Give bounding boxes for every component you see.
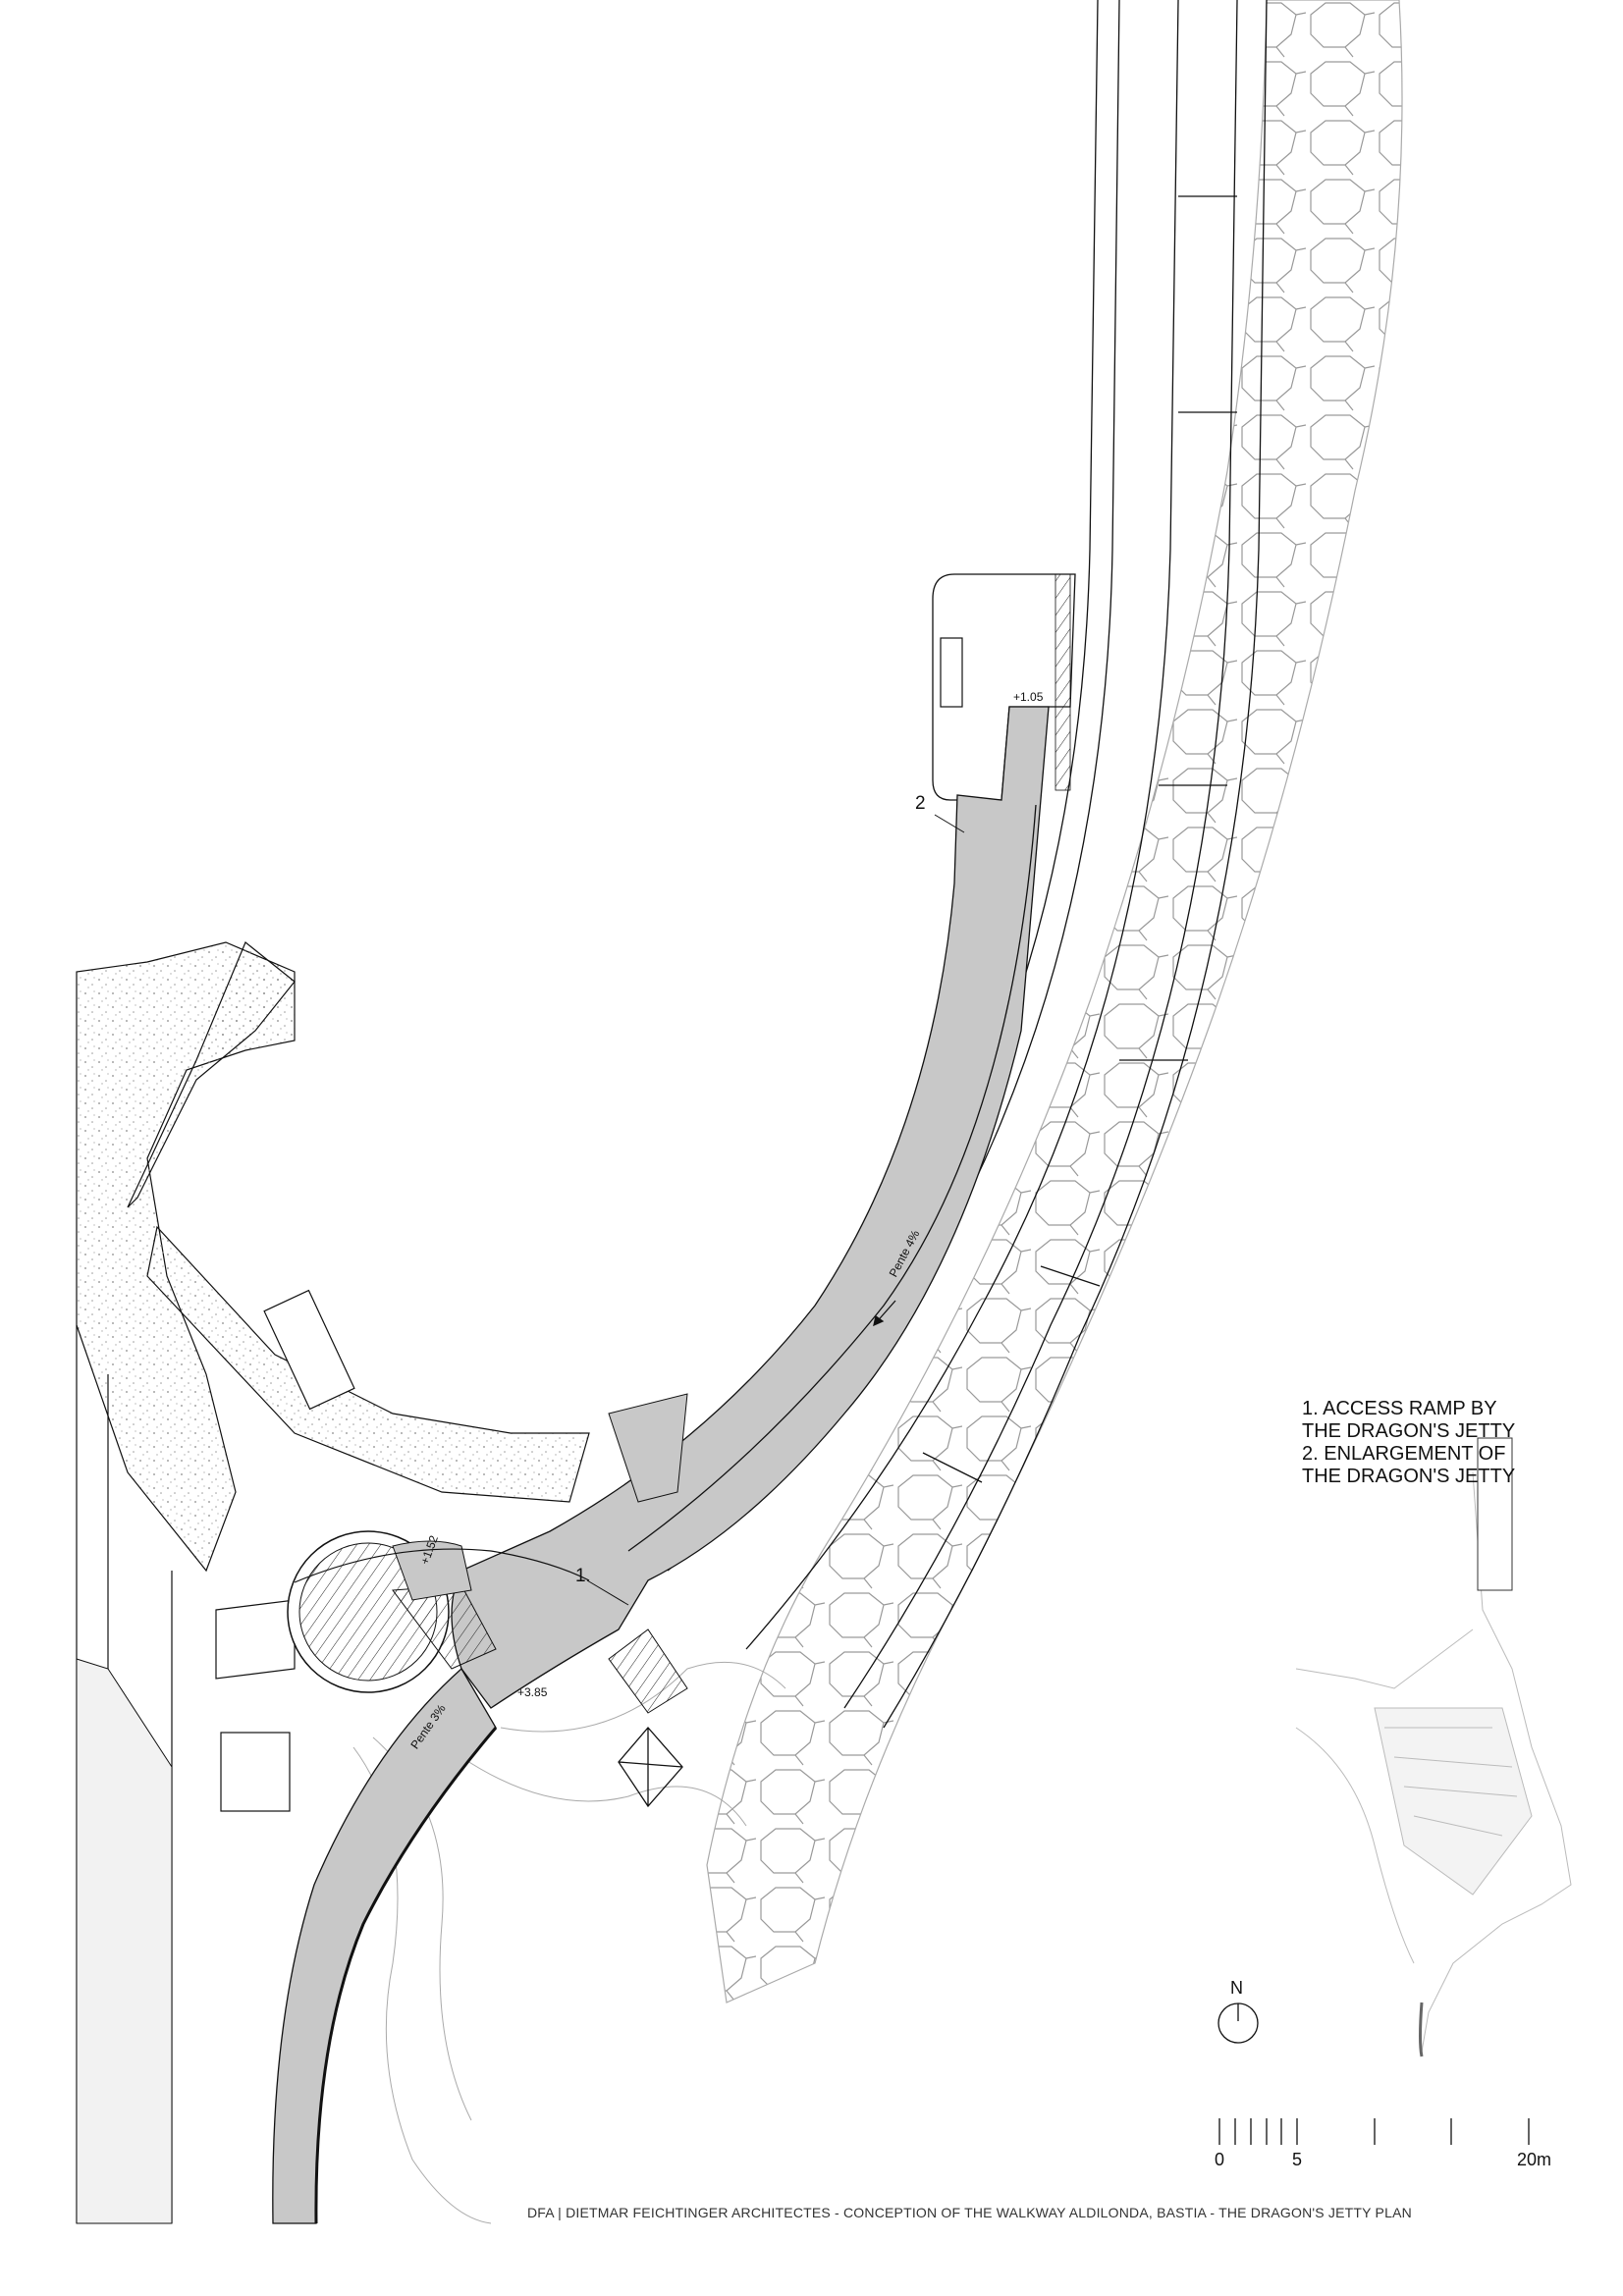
location-minimap	[1295, 1437, 1572, 2057]
dragon-jetty-pier	[76, 941, 296, 1573]
legend-line: THE DRAGON'S JETTY	[1302, 1466, 1516, 1487]
scale-label-5: 5	[1292, 2150, 1303, 2169]
level-top: +1.05	[1013, 690, 1044, 704]
title-block-footer: DFA | DIETMAR FEICHTINGER ARCHITECTES - …	[527, 2205, 1412, 2220]
north-label: N	[1230, 1978, 1243, 1998]
ramp-inner-edge	[627, 804, 1037, 1552]
ramp-lower-edge	[314, 1727, 498, 2224]
legend: 1. ACCESS RAMP BY THE DRAGON'S JETTY 2. …	[1302, 1398, 1515, 1488]
plaza-curve	[294, 1548, 590, 1583]
slope-arrow-upper	[873, 1300, 896, 1327]
legend-line: 1. ACCESS RAMP BY	[1302, 1398, 1497, 1419]
level-plaza: +3.85	[517, 1685, 548, 1699]
scale-bar	[1218, 2118, 1530, 2145]
callout-1: 1	[575, 1566, 586, 1586]
pavilion	[618, 1727, 683, 1808]
callout-2-leader	[934, 814, 965, 833]
callout-2: 2	[915, 793, 926, 814]
jetty-stair	[940, 637, 963, 708]
stairs-gray	[392, 1540, 472, 1601]
scale-label-0: 0	[1215, 2150, 1225, 2169]
cobblestone-revetment	[706, 0, 1403, 2003]
legend-line: 2. ENLARGEMENT OF	[1302, 1443, 1506, 1465]
legend-line: THE DRAGON'S JETTY	[1302, 1420, 1516, 1442]
jetty-steps	[1055, 573, 1071, 791]
access-ramp-lower	[272, 1667, 497, 2224]
jetty-building	[263, 1289, 355, 1411]
jetty-breakwater	[127, 941, 590, 1503]
scale-label-20m: 20m	[1517, 2150, 1552, 2169]
ramp-wedge	[608, 1393, 688, 1503]
left-paved-area	[76, 1658, 173, 2224]
callout-1-leader	[586, 1579, 629, 1606]
